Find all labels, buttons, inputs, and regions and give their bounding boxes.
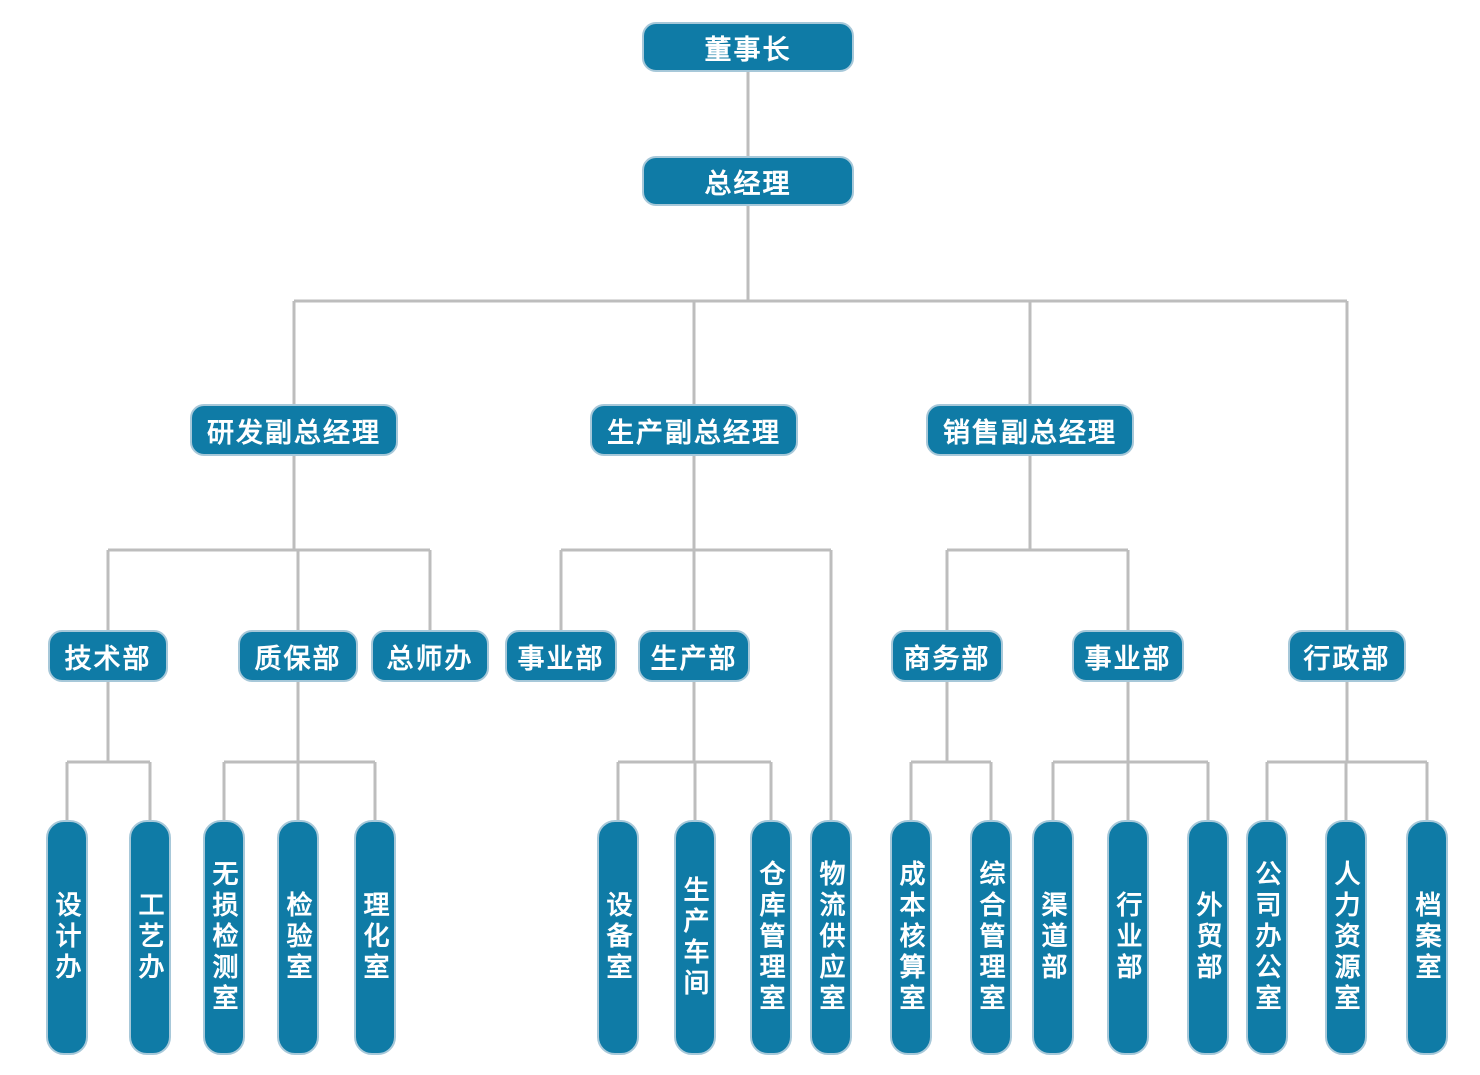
org-node-dept-business-prod: 事业部 <box>505 630 617 682</box>
org-node-room-general-mgmt: 综合管理室 <box>970 820 1012 1055</box>
org-node-room-workshop: 生产车间 <box>674 820 716 1055</box>
org-node-room-industry: 行业部 <box>1107 820 1149 1055</box>
org-node-label: 技术部 <box>64 643 152 674</box>
org-node-dept-commerce: 商务部 <box>891 630 1003 682</box>
org-node-room-craft: 工艺办 <box>129 820 171 1055</box>
org-node-vp-sales: 销售副总经理 <box>926 404 1134 456</box>
org-node-label: 事业部 <box>517 643 605 674</box>
org-node-label: 行政部 <box>1303 643 1391 674</box>
org-node-label: 销售副总经理 <box>943 417 1117 448</box>
org-node-label: 无损检测室 <box>209 860 239 1015</box>
org-node-general-manager: 总经理 <box>642 156 854 206</box>
org-node-label: 公司办公室 <box>1252 860 1282 1015</box>
org-node-label: 档案室 <box>1412 891 1442 984</box>
org-node-label: 商务部 <box>903 643 991 674</box>
org-node-room-channel: 渠道部 <box>1032 820 1074 1055</box>
org-node-label: 人力资源室 <box>1331 860 1361 1015</box>
org-node-dept-chief-engineer: 总师办 <box>371 630 489 682</box>
org-node-label: 仓库管理室 <box>756 860 786 1015</box>
org-node-label: 生产部 <box>650 643 738 674</box>
org-node-room-cost: 成本核算室 <box>890 820 932 1055</box>
org-node-label: 董事长 <box>704 34 792 65</box>
org-node-room-foreign-trade: 外贸部 <box>1187 820 1229 1055</box>
org-node-vp-production: 生产副总经理 <box>590 404 798 456</box>
org-node-label: 理化室 <box>360 891 390 984</box>
org-node-room-logistics: 物流供应室 <box>810 820 852 1055</box>
org-node-label: 成本核算室 <box>896 860 926 1015</box>
org-node-dept-business-sales: 事业部 <box>1072 630 1184 682</box>
org-node-label: 设备室 <box>603 891 633 984</box>
org-node-label: 事业部 <box>1084 643 1172 674</box>
org-node-room-inspection: 检验室 <box>277 820 319 1055</box>
org-node-label: 外贸部 <box>1193 891 1223 984</box>
org-node-label: 总师办 <box>386 643 474 674</box>
org-node-room-physchem: 理化室 <box>354 820 396 1055</box>
org-node-room-company-office: 公司办公室 <box>1246 820 1288 1055</box>
org-node-room-design: 设计办 <box>46 820 88 1055</box>
org-node-dept-production: 生产部 <box>638 630 750 682</box>
org-node-label: 生产副总经理 <box>607 417 781 448</box>
org-node-dept-qa: 质保部 <box>238 630 358 682</box>
org-node-label: 工艺办 <box>135 891 165 984</box>
org-node-dept-admin: 行政部 <box>1288 630 1406 682</box>
org-node-room-hr: 人力资源室 <box>1325 820 1367 1055</box>
org-node-label: 总经理 <box>704 168 792 199</box>
org-node-label: 质保部 <box>254 643 342 674</box>
org-node-label: 综合管理室 <box>976 860 1006 1015</box>
org-node-label: 渠道部 <box>1038 891 1068 984</box>
org-node-room-warehouse: 仓库管理室 <box>750 820 792 1055</box>
org-node-label: 物流供应室 <box>816 860 846 1015</box>
org-node-label: 研发副总经理 <box>207 417 381 448</box>
org-node-label: 检验室 <box>283 891 313 984</box>
org-node-label: 行业部 <box>1113 891 1143 984</box>
org-node-room-equipment: 设备室 <box>597 820 639 1055</box>
org-node-room-ndt: 无损检测室 <box>203 820 245 1055</box>
org-node-chairman: 董事长 <box>642 22 854 72</box>
org-node-label: 设计办 <box>52 891 82 984</box>
org-node-room-archive: 档案室 <box>1406 820 1448 1055</box>
org-node-vp-rd: 研发副总经理 <box>190 404 398 456</box>
org-node-dept-tech: 技术部 <box>48 630 168 682</box>
org-node-label: 生产车间 <box>680 875 710 1000</box>
